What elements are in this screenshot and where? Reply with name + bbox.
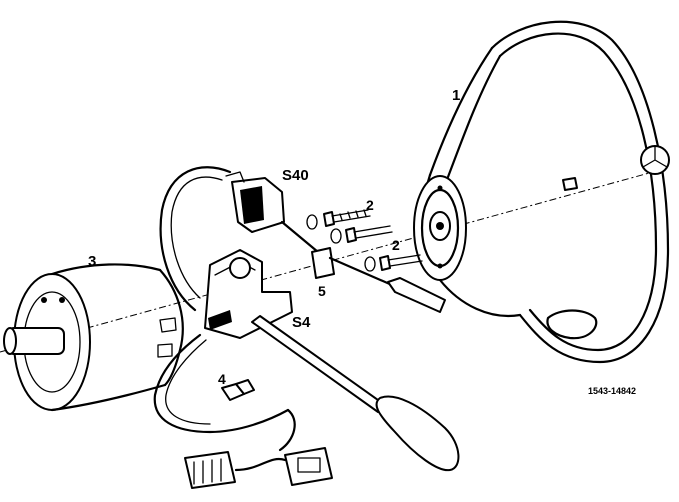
label-switch-s40: S40 <box>282 167 309 184</box>
mounting-plate <box>311 247 446 313</box>
switch-s40 <box>159 166 320 312</box>
center-axis-line <box>0 169 661 353</box>
hub-nut <box>562 177 578 191</box>
cruise-control-lever <box>387 277 446 313</box>
label-plate: 5 <box>318 283 326 299</box>
connector-right <box>284 447 333 486</box>
combination-switch-s4 <box>153 249 460 472</box>
label-screws-lower: 2 <box>392 237 400 253</box>
label-steering-wheel: 1 <box>452 87 460 104</box>
label-column-jacket: 3 <box>88 253 96 270</box>
label-screws-upper: 2 <box>366 197 374 213</box>
screws-upper <box>306 209 393 244</box>
lever-knob <box>375 395 460 472</box>
reference-code: 1543-14842 <box>588 386 636 396</box>
steering-column-jacket <box>3 263 184 412</box>
steering-wheel <box>413 20 670 364</box>
label-switch-s4: S4 <box>292 314 311 331</box>
label-clip: 4 <box>218 371 226 387</box>
screws-lower <box>364 254 423 272</box>
turn-signal-lever <box>251 315 386 413</box>
connector-left <box>184 451 236 489</box>
retaining-clip <box>221 379 255 401</box>
